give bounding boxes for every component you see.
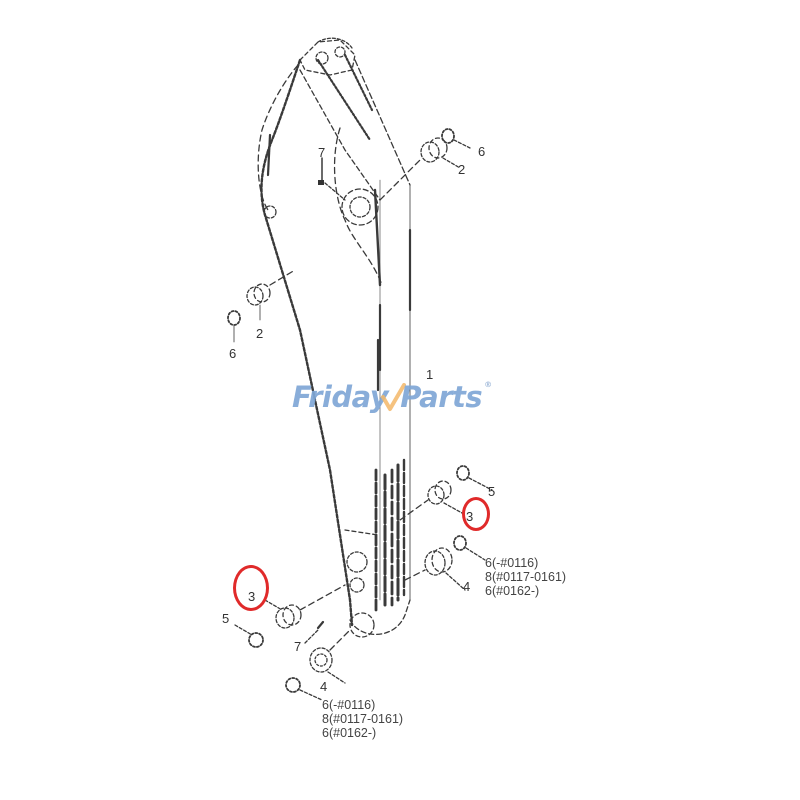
label-bolt-bottom-7: 7 [294,639,302,654]
arm-top-nose [299,39,356,76]
label-shim-right-variants: 6(-#0116) 8(#0117-0161) 6(#0162-) [485,556,566,598]
variant-line: 6(-#0116) [485,556,539,570]
label-shim-bottom-variants: 6(-#0116) 8(#0117-0161) 6(#0162-) [322,698,403,740]
label-bushing-top-right-2: 2 [458,162,466,177]
arm-left-edge [260,58,354,627]
label-boss-right-4: 4 [463,579,471,594]
label-bolt-top-7: 7 [318,145,326,160]
label-arm-1: 1 [426,367,434,382]
registered-mark: ® [484,380,492,389]
label-boss-bottom-4: 4 [320,679,328,694]
watermark-logo: Friday Parts® [292,380,492,414]
watermark-text-left: Friday [292,380,389,414]
highlight-circle-left [233,565,269,611]
variant-line: 8(#0117-0161) [485,570,567,584]
variant-line: 8(#0117-0161) [322,712,404,726]
label-bushing-left-2: 2 [256,326,264,341]
variant-line: 6(-#0116) [322,698,376,712]
variant-line: 6(#0162-) [485,584,540,598]
label-shim-left-6: 6 [229,346,237,361]
label-shim-top-right-6: 6 [478,144,486,159]
check-icon [381,383,407,411]
variant-line: 6(#0162-) [322,726,377,740]
label-shim-right-lower-5: 5 [488,484,496,499]
highlight-circle-right [462,497,490,531]
label-shim-left-lower-5: 5 [222,611,230,626]
watermark-text-right: Parts [400,380,483,414]
